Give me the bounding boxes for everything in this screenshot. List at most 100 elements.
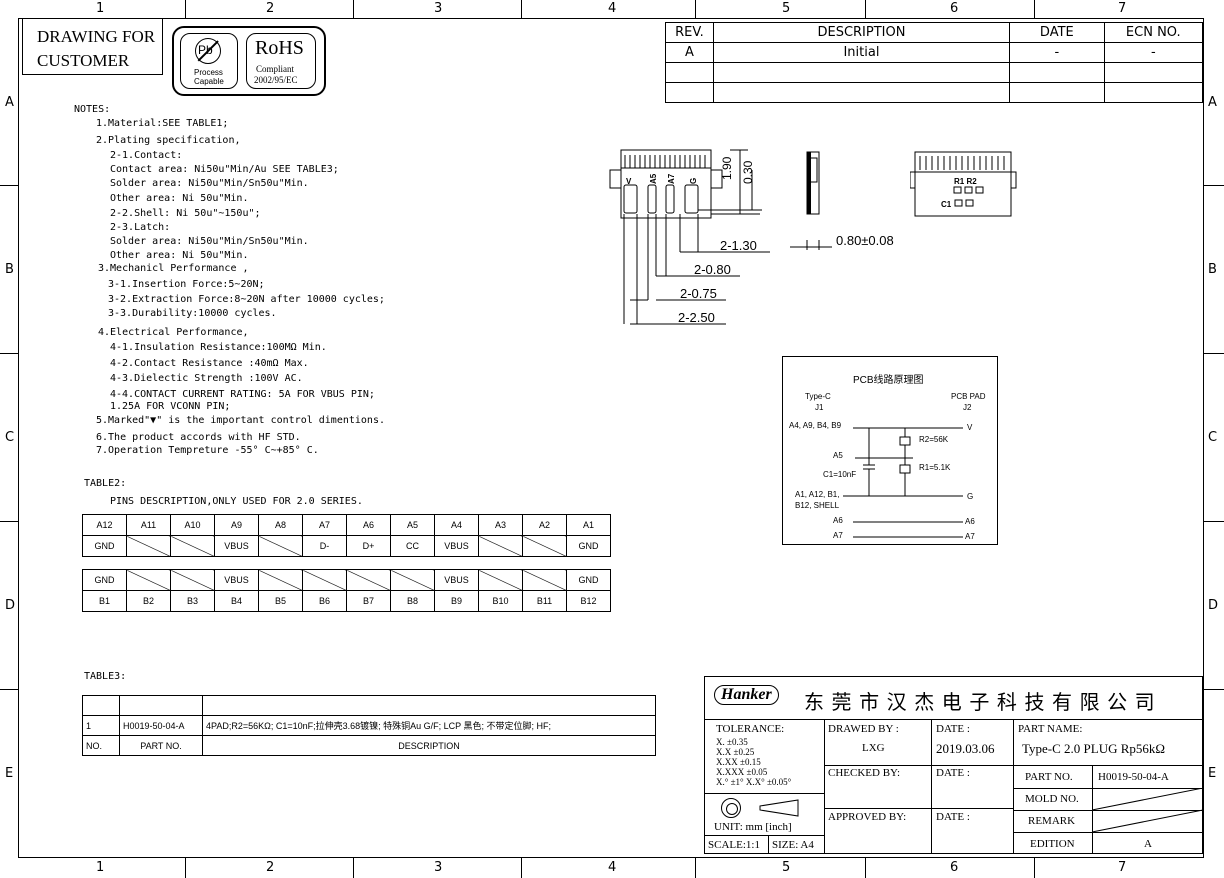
- note-line: Other area: Ni 50u"Min.: [110, 193, 249, 204]
- table-gap-row: [82, 556, 611, 570]
- pin-cell: B8: [390, 590, 435, 612]
- date-header: DATE: [1009, 22, 1105, 43]
- description-cell: Initial: [712, 42, 1011, 63]
- dim-0-30: 0.30: [741, 160, 755, 184]
- dim-2-0-80: 2-0.80: [694, 262, 731, 277]
- zone-tick: [521, 858, 522, 878]
- revision-row: A Initial - -: [665, 42, 1204, 63]
- pin-cell: [390, 569, 435, 591]
- pin-cell: [170, 535, 215, 557]
- tolerance-line: X.XX ±0.15: [716, 757, 761, 767]
- net-g-right: G: [967, 492, 974, 501]
- edition-label: EDITION: [1030, 838, 1075, 850]
- company-logo: Hanker: [714, 685, 779, 705]
- pcb-r1r2-label: R1 R2: [954, 177, 977, 186]
- pin-cell: B3: [170, 590, 215, 612]
- edition-value: A: [1144, 838, 1152, 850]
- description-header: DESCRIPTION: [202, 735, 656, 756]
- zone-tick: [1034, 858, 1035, 878]
- revision-header-row: REV. DESCRIPTION DATE ECN NO.: [665, 22, 1204, 43]
- pin-cell: [170, 569, 215, 591]
- pin-cell: B11: [522, 590, 567, 612]
- date-cell: -: [1009, 42, 1105, 63]
- pin-cell: B4: [214, 590, 259, 612]
- pb-logo: Pb Process Capable: [180, 33, 238, 89]
- zone-column-label: 1: [96, 1, 105, 16]
- pin-cell: [478, 535, 523, 557]
- pin-cell: [522, 535, 567, 557]
- pin-cell: A3: [478, 514, 523, 536]
- note-line: 3-3.Durability:10000 cycles.: [108, 308, 277, 319]
- part-no-header: PART NO.: [119, 735, 203, 756]
- schematic-left-sub: J1: [815, 403, 824, 412]
- tolerance-line: X.° ±1° X.X° ±0.05°: [716, 777, 792, 787]
- zone-column-label: 4: [608, 1, 617, 16]
- tolerance-line: X. ±0.35: [716, 737, 748, 747]
- note-line: 3-2.Extraction Force:8~20N after 10000 c…: [108, 294, 385, 305]
- note-line: Solder area: Ni50u"Min/Sn50u"Min.: [110, 178, 309, 189]
- pb-circle-icon: [195, 38, 221, 64]
- no-header: NO.: [82, 735, 120, 756]
- part-no-label: PART NO.: [1025, 771, 1073, 783]
- pad-v: [623, 184, 638, 214]
- net-a6-right: A6: [965, 517, 975, 526]
- table-header-row: NO. PART NO. DESCRIPTION: [82, 735, 656, 756]
- revision-row: [665, 82, 1204, 103]
- pb-line2: Capable: [194, 77, 224, 86]
- note-line: 4.Electrical Performance,: [98, 327, 249, 338]
- note-line: 1.25A FOR VCONN PIN;: [110, 401, 231, 412]
- rev-cell: A: [665, 42, 714, 63]
- date-label: DATE :: [936, 723, 970, 735]
- approved-date-label: DATE :: [936, 811, 970, 823]
- pin-cell: [302, 569, 347, 591]
- dim-2-2-50: 2-2.50: [678, 310, 715, 325]
- net-a7: A7: [833, 531, 843, 540]
- pin-cell: [346, 569, 391, 591]
- pin-cell: B9: [434, 590, 479, 612]
- pb-line1: Process: [194, 68, 223, 77]
- zone-row-label: C: [1208, 430, 1218, 445]
- pin-ticks: [624, 155, 706, 168]
- pin-cell: VBUS: [214, 569, 259, 591]
- schematic-right-sub: J2: [963, 403, 972, 412]
- pin-cell: [258, 535, 303, 557]
- pin-cell: A4: [434, 514, 479, 536]
- dim-2-1-30: 2-1.30: [720, 238, 757, 253]
- pin-cell: A10: [170, 514, 215, 536]
- zone-tick: [1204, 353, 1224, 354]
- pin-cell: B10: [478, 590, 523, 612]
- schematic-box: PCB线路原理图 Type-C J1 PCB PAD J2 A4, A9, B4…: [782, 356, 998, 545]
- zone-column-label: 2: [266, 860, 275, 875]
- zone-row-label: E: [1208, 766, 1217, 781]
- drawing-for-box: DRAWING FOR CUSTOMER: [22, 18, 163, 75]
- zone-tick: [1204, 689, 1224, 690]
- dim-1-90: 1.90: [720, 156, 734, 180]
- pin-cell: [258, 569, 303, 591]
- pcb-bottom-view: R1 R2 C1: [910, 151, 1017, 217]
- zone-tick: [0, 521, 18, 522]
- note-line: 3-1.Insertion Force:5~20N;: [108, 279, 265, 290]
- pin-cell: [522, 569, 567, 591]
- zone-column-label: 4: [608, 860, 617, 875]
- zone-column-label: 6: [950, 860, 959, 875]
- pad-g: [684, 184, 699, 214]
- mechanical-drawing: 1.90 0.30 2-1.30 2-0.80 2-0.75 2-2.50 0.…: [609, 149, 894, 325]
- pin-cell: B7: [346, 590, 391, 612]
- drawn-by-label: DRAWED BY :: [828, 723, 899, 735]
- zone-tick: [865, 858, 866, 878]
- pin-cell: GND: [82, 535, 127, 557]
- zone-column-label: 1: [96, 860, 105, 875]
- revision-row: [665, 62, 1204, 83]
- zone-row-label: B: [5, 262, 14, 277]
- checked-date-label: DATE :: [936, 767, 970, 779]
- note-line: 5.Marked"▼" is the important control dim…: [96, 415, 385, 426]
- zone-tick: [185, 0, 186, 18]
- schematic-wires: [843, 427, 963, 538]
- table3-title: TABLE3:: [84, 671, 127, 682]
- net-gnd: A1, A12, B1,: [795, 490, 840, 499]
- net-v-right: V: [967, 423, 973, 432]
- note-line: 4-1.Insulation Resistance:100MΩ Min.: [110, 342, 327, 353]
- pin-cell: [126, 569, 171, 591]
